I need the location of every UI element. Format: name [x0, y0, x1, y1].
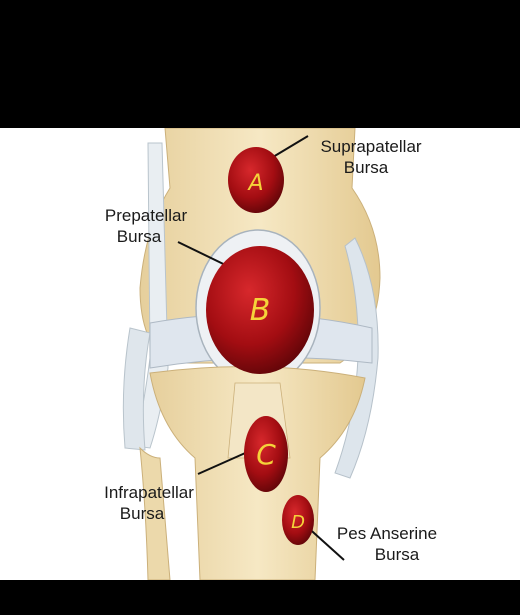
bursa-d-letter: D	[291, 512, 305, 533]
fibula-bone	[139, 446, 171, 580]
label-suprapatellar: Suprapatellar Bursa	[306, 136, 436, 178]
bursa-a-letter: A	[246, 171, 263, 196]
label-prepatellar-line1: Prepatellar	[104, 206, 188, 225]
label-pes-anserine-line2: Bursa	[374, 545, 420, 564]
label-infrapatellar: Infrapatellar Bursa	[90, 482, 208, 524]
bursa-c	[244, 416, 288, 492]
label-prepatellar: Prepatellar Bursa	[92, 205, 200, 247]
label-infrapatellar-line1: Infrapatellar	[104, 483, 194, 502]
label-suprapatellar-line1: Suprapatellar	[320, 137, 422, 156]
label-prepatellar-line2: Bursa	[116, 227, 162, 246]
diagram-frame: A B C D Suprapatellar Bursa Prepatellar …	[0, 128, 520, 580]
ligament-left	[122, 327, 151, 451]
label-infrapatellar-line2: Bursa	[119, 504, 165, 523]
bursa-a	[228, 147, 284, 213]
leader-line-infrapatellar	[197, 449, 253, 475]
bursa-b	[206, 246, 314, 374]
label-pes-anserine-line1: Pes Anserine	[336, 524, 438, 543]
label-suprapatellar-line2: Bursa	[343, 158, 389, 177]
bursa-d	[282, 495, 314, 545]
bursa-b-letter: B	[250, 293, 271, 328]
label-pes-anserine: Pes Anserine Bursa	[318, 523, 456, 565]
ligament-right	[334, 237, 379, 479]
knee-illustration: A B C D	[122, 128, 381, 580]
bursa-c-letter: C	[256, 438, 276, 471]
